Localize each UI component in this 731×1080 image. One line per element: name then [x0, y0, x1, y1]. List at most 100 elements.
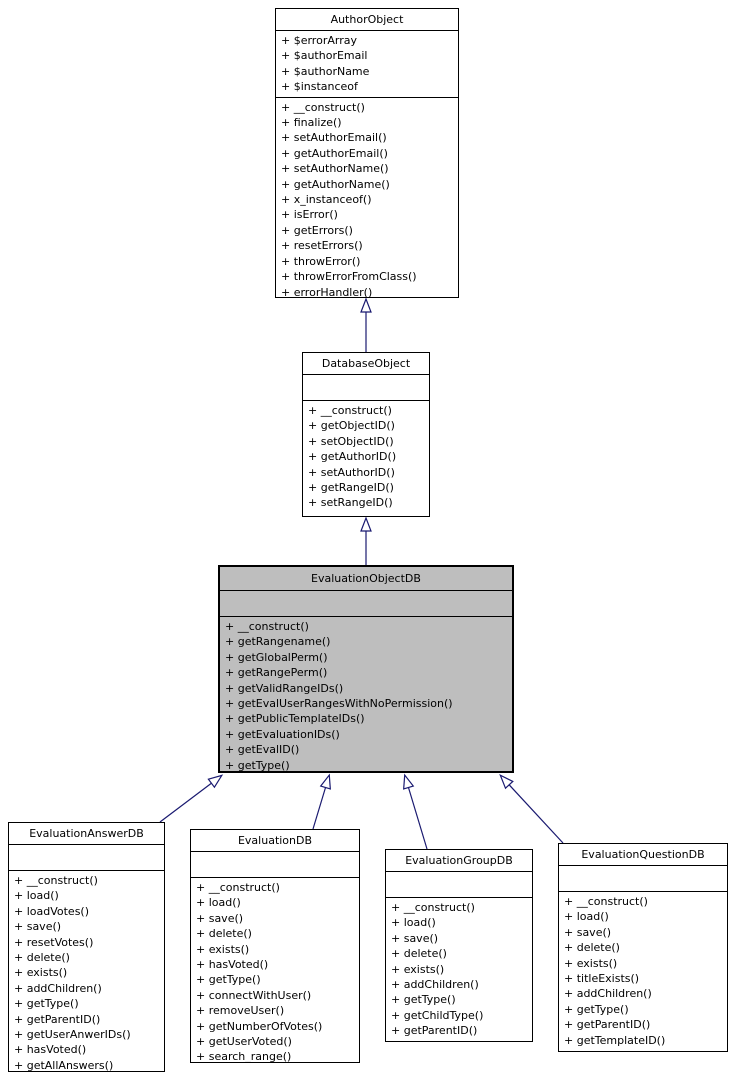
class-title: AuthorObject — [276, 9, 458, 31]
method: + load() — [564, 910, 609, 924]
class-methods: + __construct() + finalize()+ setAuthorEm… — [276, 98, 458, 298]
method: + __construct() — [14, 874, 98, 887]
method: + load() — [14, 889, 59, 903]
method: + getType() — [391, 993, 456, 1007]
method: + getType() — [196, 973, 261, 987]
class-box-evaluation-object-db[interactable]: EvaluationObjectDB + __construct() + getR… — [218, 565, 514, 773]
method: + getType() — [14, 997, 79, 1011]
method: + getTemplateID() — [564, 1033, 666, 1047]
method: + save() — [564, 925, 612, 939]
method: + getAuthorID() — [308, 450, 397, 464]
method: + getType() — [564, 1002, 629, 1016]
class-attributes — [303, 375, 429, 401]
class-methods: + __construct() + getRangename()+ getGlob… — [220, 617, 512, 772]
class-title: EvaluationAnswerDB — [9, 823, 164, 845]
method: + getType() — [225, 758, 290, 772]
class-methods: + __construct() + load()+ save() + delete(… — [559, 892, 727, 1051]
attribute: + $authorEmail — [281, 49, 368, 63]
class-box-evaluation-group-db[interactable]: EvaluationGroupDB + __construct() + load(… — [385, 849, 533, 1042]
method: + load() — [196, 896, 241, 910]
method: + __construct() — [564, 895, 648, 908]
inheritance-arrow-evaluationquestiondb-to-evaluationobjectdb — [499, 774, 564, 844]
class-methods: + __construct() + load()+ save() + delete(… — [386, 898, 532, 1041]
method: + delete() — [564, 941, 620, 955]
method: + connectWithUser() — [196, 988, 312, 1002]
method: + hasVoted() — [14, 1043, 87, 1057]
method: + save() — [196, 911, 244, 925]
inheritance-arrow-evaluationanswerdb-to-evaluationobjectdb — [159, 774, 224, 823]
method: + removeUser() — [196, 1004, 285, 1018]
class-attributes — [191, 852, 359, 878]
class-box-evaluation-question-db[interactable]: EvaluationQuestionDB + __construct() + lo… — [558, 843, 728, 1052]
method: + getParentID() — [564, 1018, 651, 1032]
method: + save() — [391, 931, 439, 945]
method: + getRangeID() — [308, 481, 394, 495]
method: + __construct() — [225, 620, 309, 633]
method: + getNumberOfVotes() — [196, 1019, 323, 1033]
class-attributes — [220, 591, 512, 617]
method: + delete() — [14, 951, 70, 965]
attribute: + $authorName — [281, 64, 370, 78]
method: + getAllAnswers() — [14, 1058, 114, 1072]
class-methods: + __construct() + load()+ loadVotes() + sa… — [9, 871, 164, 1072]
method: + getEvaluationIDs() — [225, 727, 340, 741]
method: + getObjectID() — [308, 419, 395, 433]
method: + exists() — [564, 956, 618, 970]
method: + getParentID() — [391, 1024, 478, 1038]
method: + __construct() — [308, 404, 392, 417]
class-title: DatabaseObject — [303, 353, 429, 375]
method: + setAuthorEmail() — [281, 131, 387, 145]
method: + getUserVoted() — [196, 1035, 292, 1049]
method: + getRangePerm() — [225, 666, 328, 680]
class-box-evaluation-answer-db[interactable]: EvaluationAnswerDB + __construct() + load… — [8, 822, 165, 1072]
method: + getAuthorName() — [281, 177, 390, 191]
method: + getGlobalPerm() — [225, 650, 328, 664]
class-box-database-object[interactable]: DatabaseObject + __construct() + getObjec… — [302, 352, 430, 517]
method: + load() — [391, 916, 436, 930]
method: + __construct() — [391, 901, 475, 914]
attribute: + $instanceof — [281, 80, 358, 94]
class-title: EvaluationDB — [191, 830, 359, 852]
method: + addChildren() — [391, 978, 479, 992]
method: + addChildren() — [14, 981, 102, 995]
class-title: EvaluationQuestionDB — [559, 844, 727, 866]
class-methods: + __construct() + load()+ save() + delete(… — [191, 878, 359, 1063]
class-attributes: + $errorArray + $authorEmail+ $authorName… — [276, 31, 458, 98]
class-title: EvaluationGroupDB — [386, 850, 532, 872]
method: + finalize() — [281, 116, 342, 130]
method: + __construct() — [196, 881, 280, 894]
class-methods: + __construct() + getObjectID()+ setObjec… — [303, 401, 429, 516]
method: + resetErrors() — [281, 239, 363, 253]
method: + getPublicTemplateIDs() — [225, 712, 365, 726]
method: + setAuthorName() — [281, 162, 389, 176]
class-attributes — [559, 866, 727, 892]
method: + getErrors() — [281, 223, 353, 237]
method: + getEvalUserRangesWithNoPermission() — [225, 697, 453, 711]
method: + getEvalID() — [225, 743, 300, 757]
method: + delete() — [196, 927, 252, 941]
class-box-author-object[interactable]: AuthorObject + $errorArray + $authorEmail… — [275, 8, 459, 298]
method: + exists() — [196, 942, 250, 956]
method: + getParentID() — [14, 1012, 101, 1026]
method: + setRangeID() — [308, 496, 393, 510]
class-title: EvaluationObjectDB — [220, 567, 512, 591]
method: + isError() — [281, 208, 338, 222]
method: + throwErrorFromClass() — [281, 270, 417, 284]
method: + exists() — [391, 962, 445, 976]
method: + save() — [14, 920, 62, 934]
method: + getRangename() — [225, 635, 331, 649]
method: + errorHandler() — [281, 285, 373, 298]
method: + __construct() — [281, 100, 365, 114]
method: + search_range() — [196, 1050, 292, 1063]
method: + getAuthorEmail() — [281, 146, 388, 160]
method: + exists() — [14, 966, 68, 980]
method: + loadVotes() — [14, 904, 90, 918]
method: + hasVoted() — [196, 958, 269, 972]
method: + resetVotes() — [14, 935, 94, 949]
method: + setObjectID() — [308, 434, 394, 448]
method: + throwError() — [281, 254, 361, 268]
class-box-evaluation-db[interactable]: EvaluationDB + __construct() + load()+ sa… — [190, 829, 360, 1063]
method: + delete() — [391, 947, 447, 961]
attribute: + $errorArray — [281, 34, 357, 47]
